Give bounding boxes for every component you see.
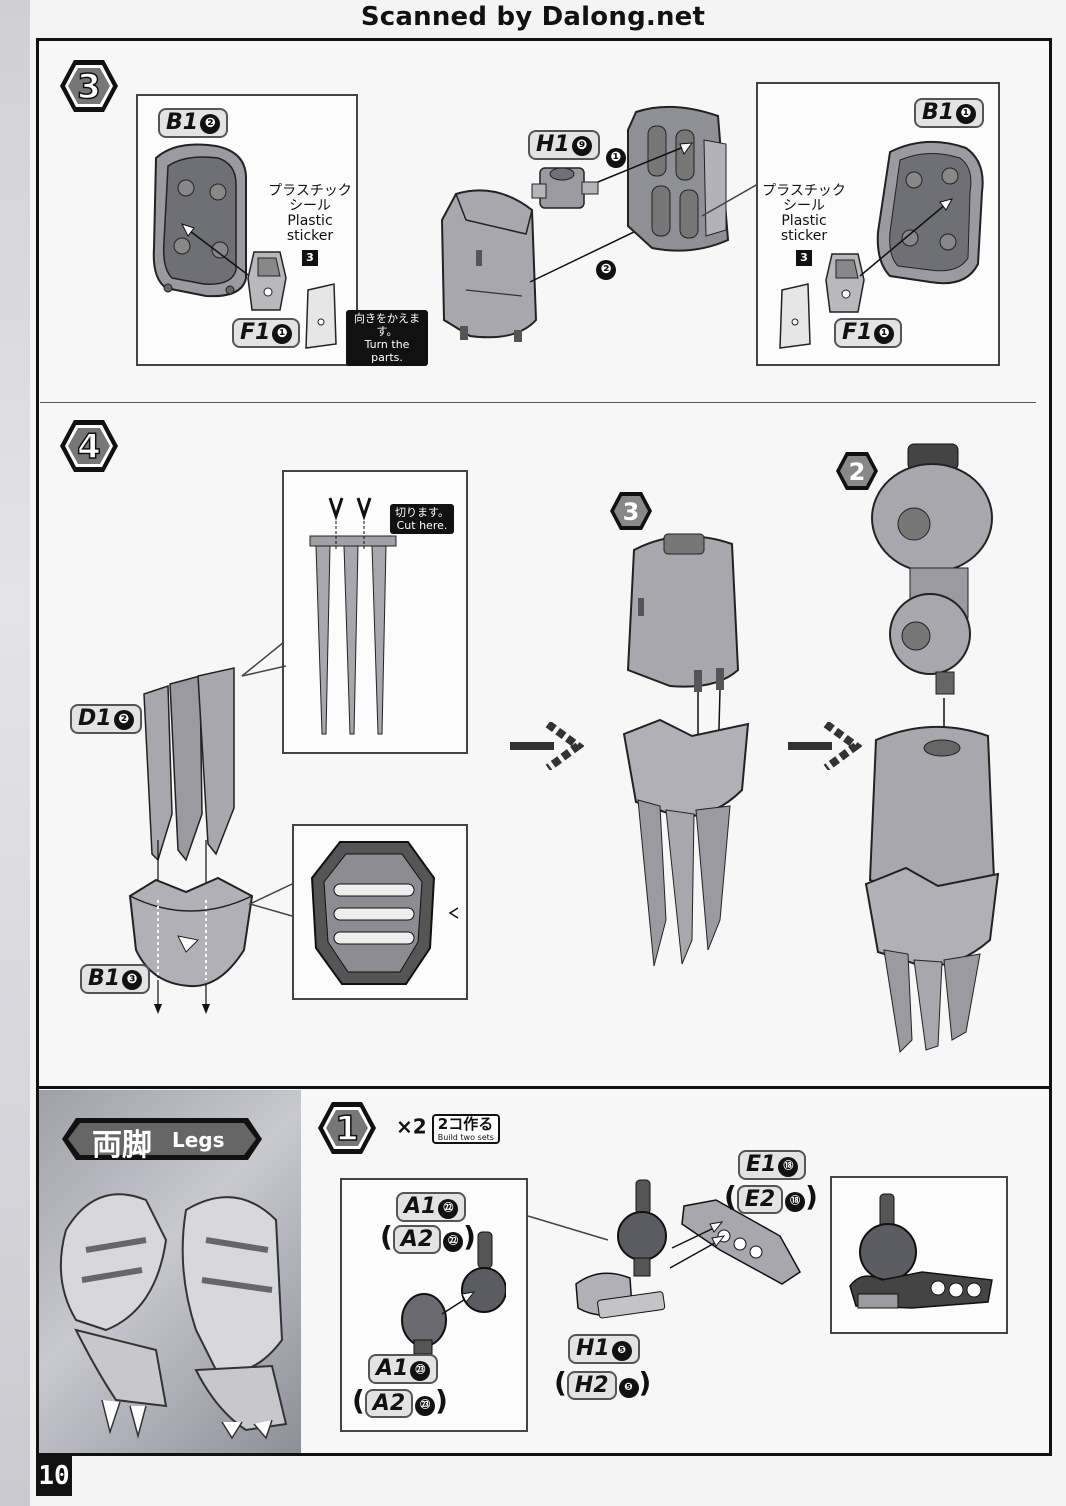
foot-assembly-drawing <box>575 1179 801 1319</box>
side-stripe <box>0 0 30 1506</box>
direction-mark-icon <box>448 907 459 919</box>
leg-cover-drawing <box>440 189 538 342</box>
multiplier: ×2 <box>396 1114 427 1139</box>
callout-pointer-claws <box>241 641 287 677</box>
insert-arrow-1 <box>597 142 694 183</box>
flow-arrow-2-icon <box>788 722 862 770</box>
f1-clip-left-drawing <box>247 251 287 311</box>
order-marker-1: ❶ <box>604 148 626 168</box>
hex-chain-icon <box>62 1118 262 1160</box>
b1-cup-drawing <box>128 840 254 1014</box>
nipper-icon <box>328 497 344 521</box>
legs-title-en: Legs <box>172 1128 225 1152</box>
scan-watermark: Scanned by Dalong.net <box>360 2 706 32</box>
step-3-badge: 3 <box>58 58 120 114</box>
sticker-number-right: 3 <box>796 250 812 266</box>
turn-parts-note: 向きをかえます。 Turn the parts. <box>346 310 428 366</box>
b1-shell-left-drawing <box>152 143 247 298</box>
hex-badge-icon: 1 <box>318 1102 376 1154</box>
order-marker-2: ❷ <box>594 260 616 280</box>
step-4-badge: 4 <box>58 418 120 474</box>
hex-badge-icon: 3 <box>60 60 118 112</box>
nipper-icon <box>356 497 372 521</box>
legs-section-divider <box>36 1086 1052 1089</box>
ref-step-3-number: 3 <box>623 498 640 526</box>
assembled-lower-leg-drawing <box>622 533 750 967</box>
legs-title-jp: 両脚 <box>92 1128 152 1163</box>
callout-pointer-cup <box>247 883 293 917</box>
foot-result-drawing <box>849 1193 993 1309</box>
sticker-sheet-left-drawing <box>305 283 337 349</box>
build-two-sets-badge: ×2 2コ作る Build two sets <box>396 1114 500 1144</box>
ref-step-2-badge: 2 <box>836 452 878 490</box>
sticker-label-right: プラスチック シール Plastic sticker <box>762 183 846 244</box>
page-number: 10 <box>36 1456 72 1496</box>
legs-step-1-badge: 1 <box>316 1100 378 1156</box>
insert-arrow-right <box>859 198 953 277</box>
insert-arrow-left <box>181 223 261 285</box>
sticker-sheet-right-drawing <box>779 283 811 349</box>
legs-step-1-number: 1 <box>335 1109 359 1149</box>
ref-step-3-badge: 3 <box>610 492 652 530</box>
ref-step-2-number: 2 <box>849 458 866 486</box>
build-en: Build two sets <box>437 1133 494 1142</box>
f1-clip-right-drawing <box>825 253 865 313</box>
ball-joint-parts-drawing <box>401 1231 506 1355</box>
assembled-full-leg-drawing <box>864 443 1000 1054</box>
h1-joint-drawing <box>531 167 599 209</box>
legs-title-banner: 両脚 Legs <box>62 1116 262 1163</box>
cut-here-note: 切ります。 Cut here. <box>390 504 454 534</box>
cup-interior-drawing <box>310 841 436 985</box>
d1-claws-drawing <box>143 667 235 862</box>
sticker-number-left: 3 <box>302 250 318 266</box>
sticker-label-left: プラスチック シール Plastic sticker <box>268 183 352 244</box>
step-3-number: 3 <box>77 67 101 107</box>
flow-arrow-1-icon <box>510 722 584 770</box>
hex-badge-icon: 4 <box>60 420 118 472</box>
step-4-number: 4 <box>77 427 101 467</box>
section-divider <box>40 402 1036 403</box>
b1-shell-right-drawing <box>876 140 984 285</box>
cut-gates-drawing <box>309 497 397 735</box>
build-jp: 2コ作る <box>437 1115 494 1133</box>
legs-illustration <box>59 1193 288 1440</box>
callout-pointer-joint <box>527 1215 609 1241</box>
